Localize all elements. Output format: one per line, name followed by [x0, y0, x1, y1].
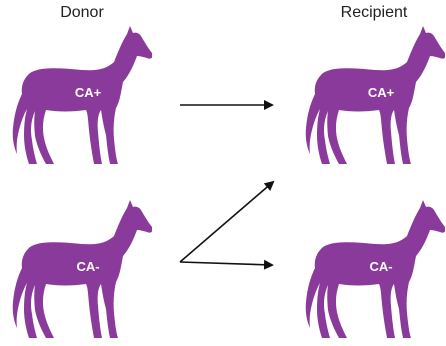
- arrow-ca-minus-to-ca-plus: [179, 180, 275, 263]
- horse-label: CA-: [369, 259, 393, 274]
- donor-horse-ca-minus: CA-: [2, 196, 152, 346]
- horse-label: CA-: [76, 259, 100, 274]
- recipient-header: Recipient: [340, 4, 408, 21]
- recipient-horse-ca-plus: CA+: [295, 22, 445, 172]
- horse-label: CA+: [367, 85, 395, 100]
- donor-header: Donor: [60, 4, 104, 21]
- arrow-ca-minus-to-ca-minus: [179, 259, 274, 270]
- recipient-horse-ca-minus: CA-: [295, 196, 445, 346]
- donor-horse-ca-plus: CA+: [2, 22, 152, 172]
- horse-label: CA+: [74, 85, 102, 100]
